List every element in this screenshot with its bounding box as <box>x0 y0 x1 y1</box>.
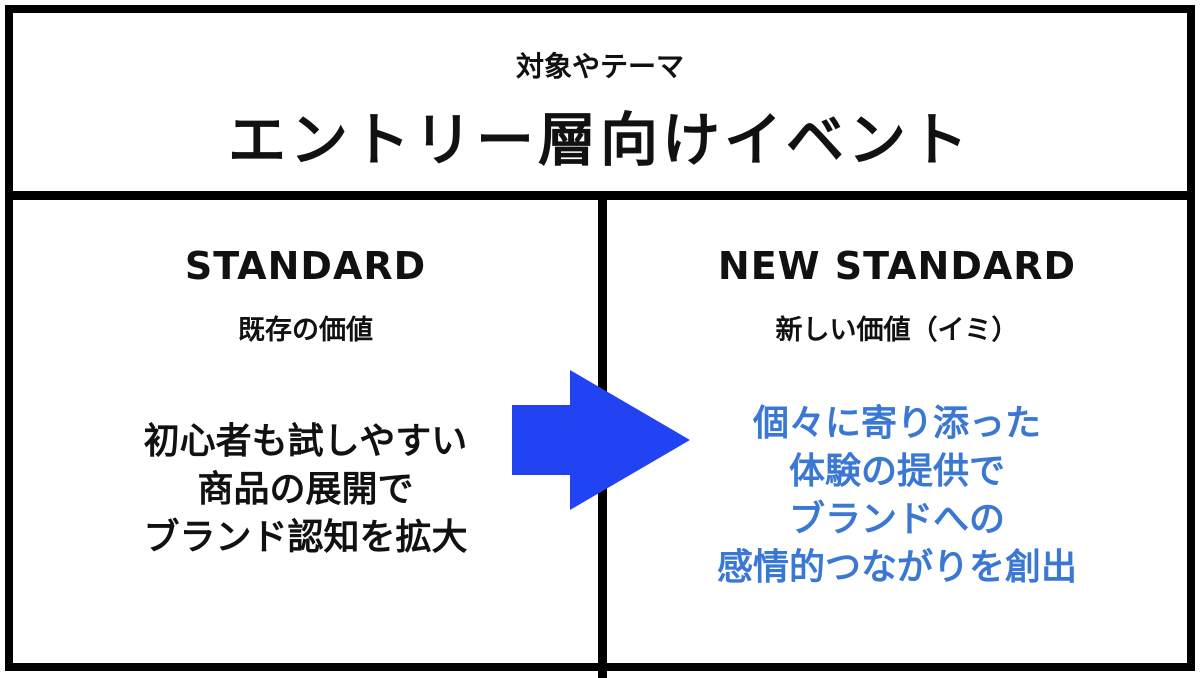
arrow-right-icon <box>512 370 690 510</box>
standard-line: 初心者も試しやすい <box>143 421 468 462</box>
standard-line: 商品の展開で <box>197 469 414 510</box>
horizontal-divider <box>13 191 1187 200</box>
standard-label: STANDARD <box>184 244 427 288</box>
standard-description: 初心者も試しやすい 商品の展開で ブランド認知を拡大 <box>13 418 598 562</box>
standard-line: ブランド認知を拡大 <box>143 517 468 558</box>
standard-subtitle: 既存の価値 <box>238 315 373 346</box>
new-standard-line: 感情的つながりを創出 <box>716 547 1077 588</box>
header-subtitle: 対象やテーマ <box>515 50 684 83</box>
new-standard-description: 個々に寄り添った 体験の提供で ブランドへの 感情的つながりを創出 <box>607 400 1187 592</box>
new-standard-panel: NEW STANDARD 新しい価値（イミ） 個々に寄り添った 体験の提供で ブ… <box>607 200 1187 663</box>
new-standard-line: 個々に寄り添った <box>752 403 1041 444</box>
diagram-frame: 対象やテーマ エントリー層向けイベント STANDARD 既存の価値 初心者も試… <box>5 5 1195 678</box>
header-title: エントリー層向けイベント <box>227 106 972 174</box>
new-standard-line: ブランドへの <box>788 499 1005 540</box>
header: 対象やテーマ エントリー層向けイベント <box>13 13 1187 198</box>
new-standard-subtitle: 新しい価値（イミ） <box>775 315 1019 346</box>
standard-panel: STANDARD 既存の価値 初心者も試しやすい 商品の展開で ブランド認知を拡… <box>13 200 598 663</box>
new-standard-line: 体験の提供で <box>788 451 1005 492</box>
new-standard-label: NEW STANDARD <box>717 244 1077 288</box>
